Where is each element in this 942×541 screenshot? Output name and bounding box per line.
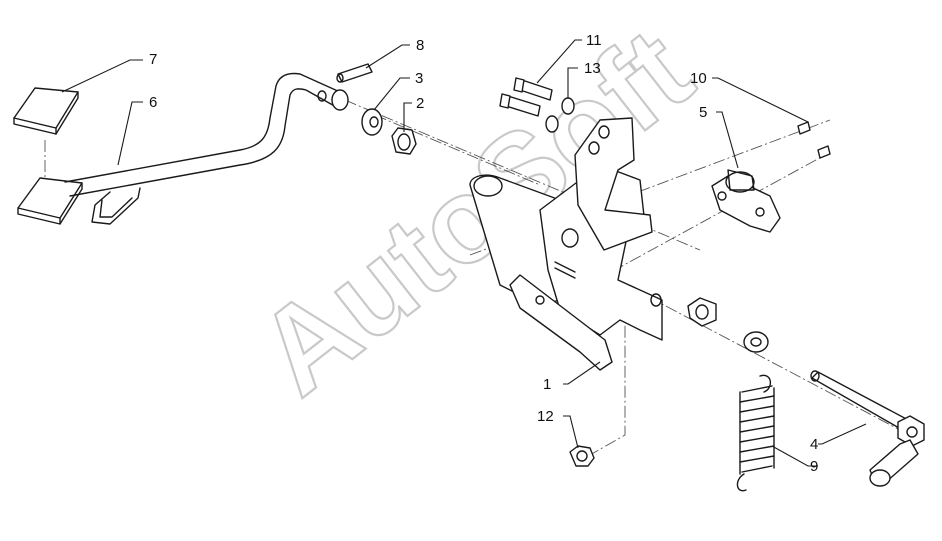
washer-right [743, 331, 769, 353]
lock-washers [545, 97, 575, 133]
callout-8: 8 [416, 37, 424, 54]
callout-1: 1 [543, 376, 551, 393]
pedal-shaft [810, 370, 925, 487]
callout-10: 10 [690, 70, 707, 87]
callout-11: 11 [586, 32, 602, 49]
callout-5: 5 [699, 104, 707, 121]
screws [797, 121, 831, 159]
callout-6: 6 [149, 94, 157, 111]
bushing-right [687, 297, 717, 327]
callout-3: 3 [415, 70, 423, 87]
return-spring [736, 374, 775, 492]
pedal-bracket [469, 117, 663, 371]
pedal-lever [64, 72, 349, 225]
callout-labels: 1 2 3 4 5 6 7 8 9 10 11 12 13 [149, 32, 818, 475]
bolts [499, 77, 553, 117]
callout-9: 9 [810, 458, 818, 475]
nut [569, 445, 595, 467]
washer-left [361, 108, 383, 136]
bushing-left [391, 127, 417, 155]
pedal-pad-lower [17, 177, 83, 225]
brake-switch [711, 169, 781, 233]
callout-7: 7 [149, 51, 157, 68]
pin [336, 63, 373, 83]
pedal-pad-upper [13, 87, 79, 135]
callout-2: 2 [416, 95, 424, 112]
callout-12: 12 [537, 408, 554, 425]
callout-13: 13 [584, 60, 601, 77]
callout-4: 4 [810, 436, 818, 453]
leader-lines [61, 39, 867, 467]
